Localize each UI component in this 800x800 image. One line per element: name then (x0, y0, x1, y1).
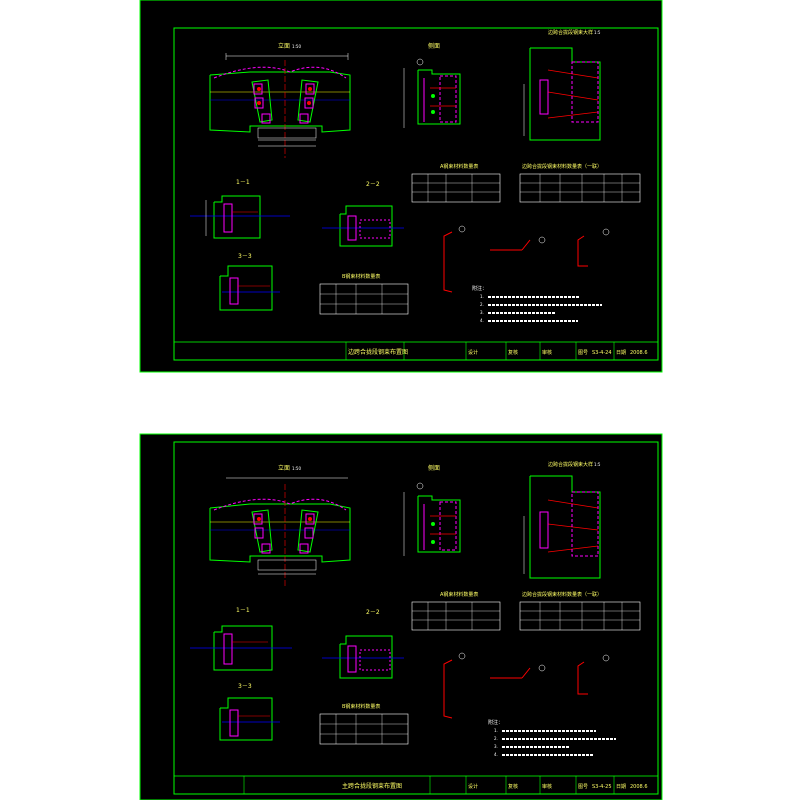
tendon-detail-view: 边跨合拢段钢束大样 1:5 (523, 29, 601, 141)
table-a-title: A钢束材料数量表 (440, 591, 478, 598)
drawing-title: 边跨合拢段钢束布置图 (348, 348, 408, 356)
elevation-scale: 1:50 (292, 466, 301, 471)
drawing-title: 主跨合拢段钢束布置图 (342, 782, 402, 790)
title-block: 边跨合拢段钢束布置图 设计 复核 审核 图号 S3-4-24 日期 2008.6 (173, 341, 659, 361)
section-1-1: 1－1 (190, 607, 292, 671)
check-label: 复核 (508, 783, 518, 790)
drawing-sheet-top: 立面 1:50 侧面 边跨合拢段钢束 (139, 0, 663, 373)
table-a: A钢束材料数量表 (411, 591, 501, 631)
elevation-title: 立面 (278, 42, 290, 50)
note-4: 4. (480, 318, 484, 323)
side-section-view: 侧面 (403, 42, 461, 128)
review-label: 审核 (542, 783, 552, 790)
table-b-title: 边跨合拢段钢束材料数量表（一联） (522, 591, 602, 598)
outer-frame (139, 0, 663, 373)
sheet-background (140, 434, 662, 800)
elevation-scale: 1:50 (292, 44, 301, 49)
drawing-no-label: 图号 (578, 784, 588, 790)
elevation-view: 立面 1:50 (209, 464, 351, 588)
design-label: 设计 (468, 783, 478, 790)
table-a-title: A钢束材料数量表 (440, 163, 478, 170)
section-3-3: 3－3 (219, 253, 280, 311)
drawing-no: S3-4-25 (592, 784, 612, 790)
note-2: 2. (480, 302, 484, 307)
table-b-title: 边跨合拢段钢束材料数量表（一联） (522, 163, 602, 170)
section-2-2-title: 2－2 (366, 609, 380, 616)
notes: 附注： 1. 2. 3. 4. (472, 285, 602, 323)
notes-title: 附注： (488, 719, 503, 726)
elevation-view: 立面 1:50 (209, 42, 351, 158)
date-value: 2008.6 (630, 350, 648, 356)
table-c: B钢束材料数量表 (319, 703, 409, 745)
date-value: 2008.6 (630, 784, 648, 790)
note-3: 3. (494, 744, 498, 749)
tendon-shapes (443, 652, 610, 719)
tendon-shapes (443, 225, 610, 293)
notes: 附注： 1. 2. 3. 4. (488, 719, 616, 757)
note-1: 1. (494, 728, 498, 733)
date-label: 日期 (616, 784, 626, 790)
drawing-no-label: 图号 (578, 350, 588, 356)
side-section-view: 侧面 (403, 464, 461, 556)
date-label: 日期 (616, 350, 626, 356)
outer-frame (139, 433, 663, 800)
section-1-1-title: 1－1 (236, 179, 250, 186)
table-c-title: B钢束材料数量表 (342, 703, 380, 710)
table-a: A钢束材料数量表 (411, 163, 501, 203)
review-label: 审核 (542, 349, 552, 356)
note-4: 4. (494, 752, 498, 757)
cad-drawing-bottom: 立面 1:50 侧面 边跨合拢段钢束大样 1:5 (0, 400, 800, 800)
section-3-3: 3－3 (219, 683, 280, 741)
detail-scale: 1:5 (594, 30, 601, 35)
section-1-1: 1－1 (190, 179, 290, 239)
tendon-detail-view: 边跨合拢段钢束大样 1:5 (523, 461, 601, 579)
design-label: 设计 (468, 349, 478, 356)
sheet-background (140, 0, 662, 372)
note-3: 3. (480, 310, 484, 315)
table-c: B钢束材料数量表 (319, 273, 409, 315)
section-1-1-title: 1－1 (236, 607, 250, 614)
table-b: 边跨合拢段钢束材料数量表（一联） (519, 163, 641, 203)
section-title: 侧面 (428, 464, 440, 472)
section-3-3-title: 3－3 (238, 253, 252, 260)
title-block: 主跨合拢段钢束布置图 设计 复核 审核 图号 S3-4-25 日期 2008.6 (173, 775, 659, 795)
drawing-sheet-bottom: 立面 1:50 侧面 边跨合拢段钢束大样 1:5 (0, 400, 800, 800)
cad-drawing-top: 立面 1:50 侧面 边跨合拢段钢束 (139, 0, 663, 373)
section-3-3-title: 3－3 (238, 683, 252, 690)
table-c-title: B钢束材料数量表 (342, 273, 380, 280)
notes-title: 附注： (472, 285, 487, 292)
note-1: 1. (480, 294, 484, 299)
section-2-2: 2－2 (322, 181, 404, 247)
detail-title: 边跨合拢段钢束大样 (548, 461, 593, 468)
detail-scale: 1:5 (594, 462, 601, 467)
note-2: 2. (494, 736, 498, 741)
drawing-no: S3-4-24 (592, 350, 612, 356)
check-label: 复核 (508, 349, 518, 356)
section-2-2: 2－2 (322, 609, 404, 679)
section-title: 侧面 (428, 42, 440, 50)
detail-title: 边跨合拢段钢束大样 (548, 29, 593, 36)
table-b: 边跨合拢段钢束材料数量表（一联） (519, 591, 641, 631)
section-2-2-title: 2－2 (366, 181, 380, 188)
elevation-title: 立面 (278, 464, 290, 472)
